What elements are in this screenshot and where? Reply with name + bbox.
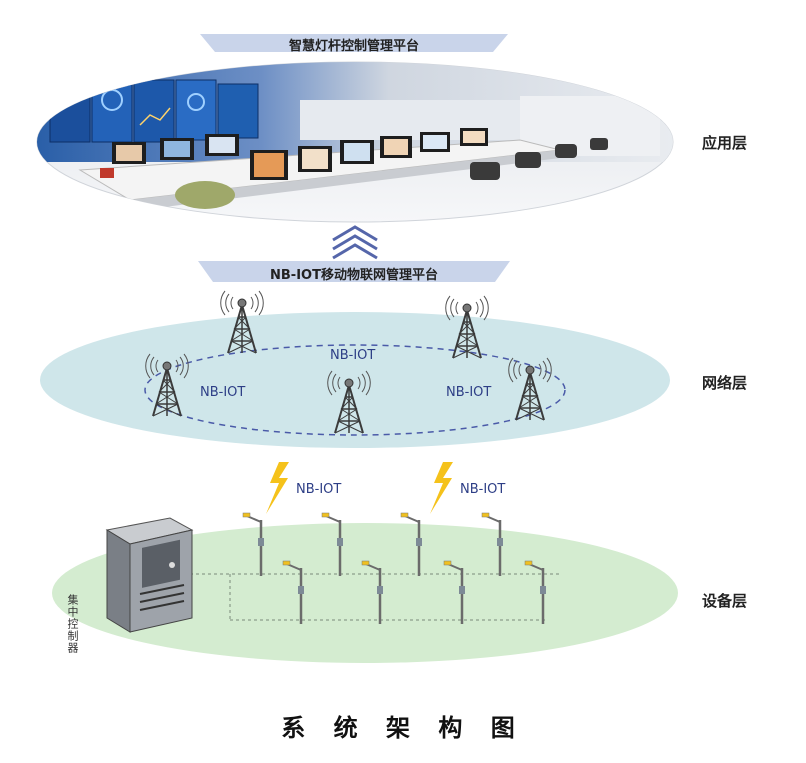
nb-iot-label: NB-IOT xyxy=(446,385,492,400)
top-banner-title: 智慧灯杆控制管理平台 xyxy=(288,39,419,54)
upward-arrow-icon xyxy=(332,225,378,260)
monitors xyxy=(112,128,488,180)
nb-iot-coverage-ring xyxy=(144,344,566,436)
network-layer-ellipse xyxy=(40,312,670,448)
middle-banner-title: NB-IOT移动物联网管理平台 xyxy=(270,268,438,283)
network-layer-label: 网络层 xyxy=(702,374,748,392)
middle-banner-shape xyxy=(198,261,510,282)
nb-iot-link-label: NB-IOT xyxy=(460,482,506,497)
nb-iot-link-label: NB-IOT xyxy=(296,482,342,497)
device-layer-ellipse xyxy=(52,523,678,663)
nb-iot-label: NB-IOT xyxy=(200,385,246,400)
central-controller-cabinet-icon xyxy=(105,517,194,633)
application-layer-ellipse xyxy=(36,61,674,223)
nb-iot-label: NB-IOT xyxy=(330,348,376,363)
top-banner-shape xyxy=(200,34,508,52)
chairs xyxy=(470,138,608,180)
lightning-icon xyxy=(266,462,289,514)
diagram-caption: 系 统 架 构 图 xyxy=(281,714,525,742)
central-controller-label: 集中控制器 xyxy=(66,594,79,654)
application-layer-label: 应用层 xyxy=(702,134,748,152)
plant xyxy=(175,181,235,209)
device-layer-label: 设备层 xyxy=(702,592,748,610)
lightning-icon xyxy=(430,462,453,514)
video-wall xyxy=(49,79,259,143)
pole-network-lines xyxy=(190,573,560,621)
